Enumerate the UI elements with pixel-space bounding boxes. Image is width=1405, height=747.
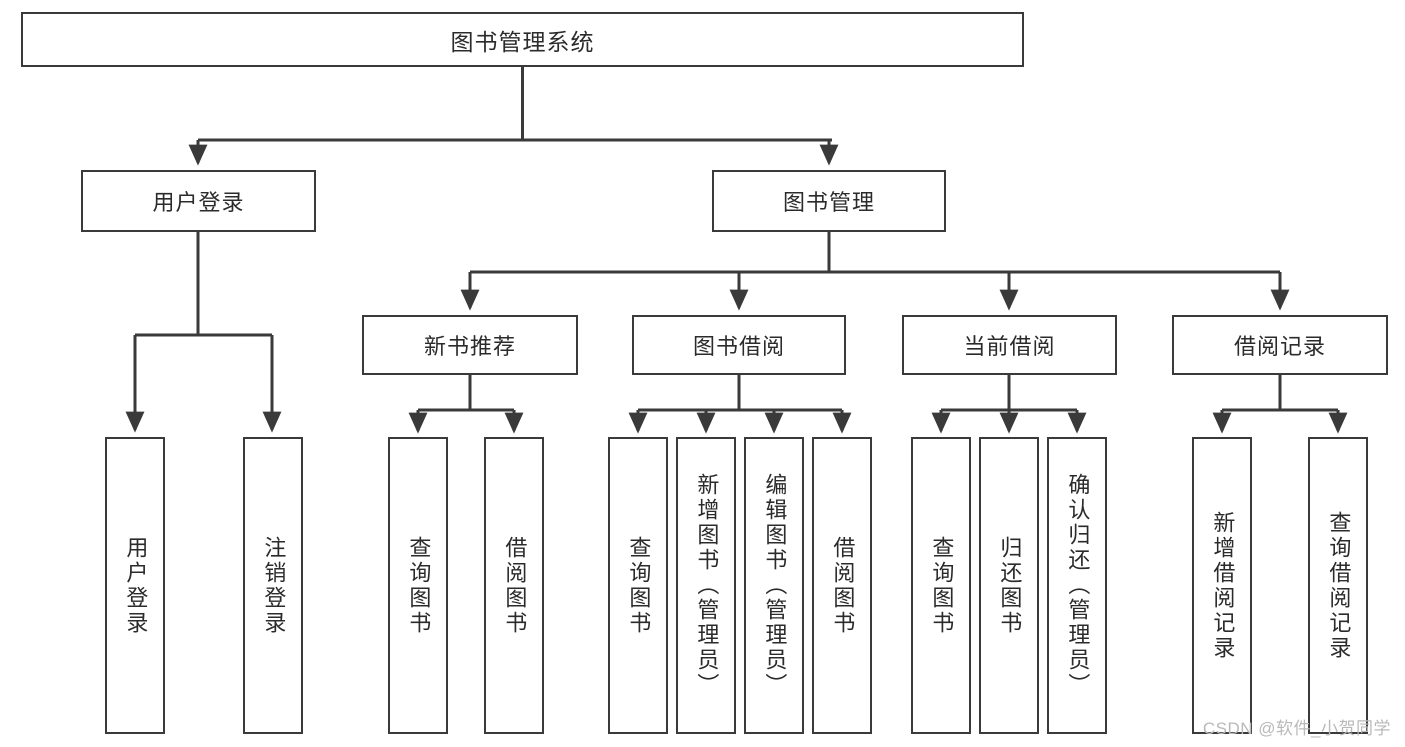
- node-book-borrow[interactable]: 图书借阅: [632, 315, 846, 375]
- node-leaf-query-book-1[interactable]: 查询图书: [388, 437, 448, 734]
- node-leaf-add-book[interactable]: 新增图书（管理员）: [676, 437, 736, 734]
- node-leaf-borrow-book-2[interactable]: 借阅图书: [812, 437, 872, 734]
- node-leaf-confirm-return[interactable]: 确认归还（管理员）: [1047, 437, 1107, 734]
- node-leaf-query-record-label: 查询借阅记录: [1326, 510, 1352, 661]
- node-leaf-return-book[interactable]: 归还图书: [979, 437, 1039, 734]
- node-new-book-recommend-label: 新书推荐: [423, 334, 516, 359]
- node-leaf-user-login[interactable]: 用户登录: [105, 437, 165, 734]
- node-book-manage-label: 图书管理: [782, 190, 875, 215]
- node-leaf-query-book-1-label: 查询图书: [406, 535, 432, 636]
- node-leaf-borrow-book-1-label: 借阅图书: [502, 535, 528, 636]
- node-leaf-add-record[interactable]: 新增借阅记录: [1192, 437, 1252, 734]
- node-leaf-add-record-label: 新增借阅记录: [1210, 510, 1236, 661]
- node-user-login-label: 用户登录: [152, 190, 245, 215]
- node-leaf-logout-login[interactable]: 注销登录: [243, 437, 303, 734]
- node-leaf-query-book-2[interactable]: 查询图书: [608, 437, 668, 734]
- node-leaf-return-book-label: 归还图书: [997, 535, 1023, 636]
- node-leaf-logout-login-label: 注销登录: [261, 535, 287, 636]
- node-leaf-edit-book[interactable]: 编辑图书（管理员）: [744, 437, 804, 734]
- node-leaf-borrow-book-2-label: 借阅图书: [830, 535, 856, 636]
- node-user-login[interactable]: 用户登录: [81, 170, 316, 232]
- node-borrow-record-label: 借阅记录: [1233, 334, 1326, 359]
- watermark: CSDN @软件_小贺同学: [1202, 719, 1391, 738]
- node-current-borrow-label: 当前借阅: [963, 334, 1056, 359]
- node-new-book-recommend[interactable]: 新书推荐: [362, 315, 578, 375]
- node-leaf-edit-book-label: 编辑图书（管理员）: [762, 473, 788, 698]
- node-leaf-user-login-label: 用户登录: [123, 535, 149, 636]
- node-leaf-query-book-2-label: 查询图书: [626, 535, 652, 636]
- node-root[interactable]: 图书管理系统: [21, 12, 1024, 67]
- node-leaf-add-book-label: 新增图书（管理员）: [694, 473, 720, 698]
- node-root-label: 图书管理系统: [450, 28, 595, 55]
- node-leaf-query-book-3-label: 查询图书: [929, 535, 955, 636]
- node-current-borrow[interactable]: 当前借阅: [902, 315, 1117, 375]
- node-book-borrow-label: 图书借阅: [692, 334, 785, 359]
- node-leaf-query-book-3[interactable]: 查询图书: [911, 437, 971, 734]
- node-leaf-confirm-return-label: 确认归还（管理员）: [1065, 473, 1091, 698]
- node-leaf-borrow-book-1[interactable]: 借阅图书: [484, 437, 544, 734]
- node-leaf-query-record[interactable]: 查询借阅记录: [1308, 437, 1368, 734]
- node-book-manage[interactable]: 图书管理: [712, 170, 946, 232]
- node-borrow-record[interactable]: 借阅记录: [1172, 315, 1388, 375]
